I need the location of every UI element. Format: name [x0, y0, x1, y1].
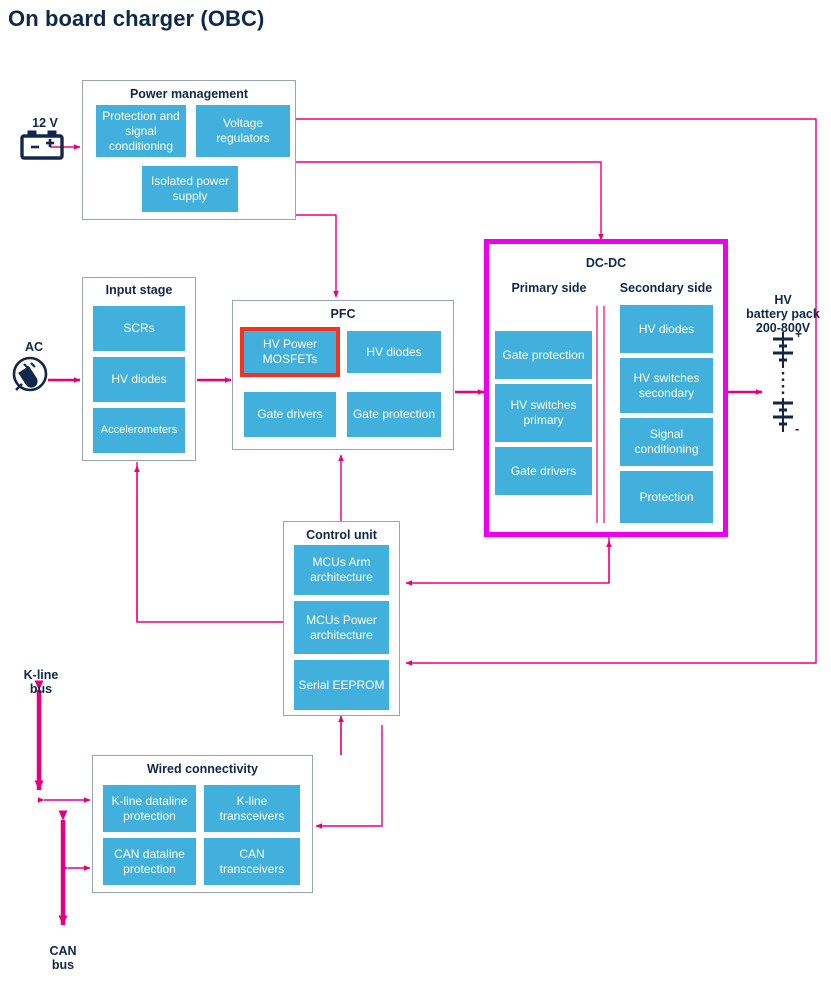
group-title-wired-connectivity: Wired connectivity — [146, 762, 259, 776]
label-12v: 12 V — [32, 116, 58, 130]
battery-minus-sign: - — [795, 421, 799, 436]
block-scrs[interactable]: SCRs — [93, 306, 185, 351]
ac-plug-icon — [12, 356, 48, 392]
block-isolated-power-supply[interactable]: Isolated power supply — [142, 166, 238, 212]
group-title-dcdc: DC-DC — [585, 256, 627, 270]
block-serial-eeprom[interactable]: Serial EEPROM — [294, 660, 389, 710]
group-title-dcdc-primary-side: Primary side — [511, 281, 587, 295]
group-title-input-stage: Input stage — [105, 283, 173, 297]
label-hv-battery-pack: HV battery pack 200-800V — [736, 293, 830, 335]
block-dcdc-hv-switches-secondary[interactable]: HV switches secondary — [620, 358, 713, 413]
label-can-bus: CAN bus — [28, 944, 98, 972]
label-hv-battery-line3: 200-800V — [755, 321, 811, 335]
label-kline-bus-line2: bus — [29, 682, 53, 696]
label-kline-bus: K-line bus — [6, 668, 76, 696]
battery-stack-icon — [773, 332, 793, 432]
block-dcdc-hv-diodes[interactable]: HV diodes — [620, 305, 713, 353]
block-pfc-hv-diodes[interactable]: HV diodes — [347, 331, 441, 373]
group-title-power-management: Power management — [129, 87, 249, 101]
block-mcus-power-architecture[interactable]: MCUs Power architecture — [294, 601, 389, 654]
group-title-control-unit: Control unit — [306, 528, 377, 542]
car-battery-icon — [20, 130, 64, 160]
label-hv-battery-line2: battery pack — [746, 307, 820, 321]
label-can-bus-line2: bus — [51, 958, 75, 972]
block-pfc-gate-protection[interactable]: Gate protection — [347, 392, 441, 437]
label-can-bus-line1: CAN — [49, 944, 77, 958]
block-can-dataline-protection[interactable]: CAN dataline protection — [103, 838, 196, 885]
block-dcdc-hv-switches-primary[interactable]: HV switches primary — [495, 384, 592, 442]
group-title-dcdc-secondary-side: Secondary side — [619, 281, 713, 295]
block-protection-and-signal-conditioning[interactable]: Protection and signal conditioning — [96, 105, 186, 157]
block-pfc-gate-drivers[interactable]: Gate drivers — [244, 392, 336, 437]
label-ac: AC — [24, 340, 44, 354]
block-hv-power-mosfets[interactable]: HV Power MOSFETs — [240, 327, 340, 377]
block-accelerometers[interactable]: Accelerometers — [93, 408, 185, 453]
label-hv-battery-line1: HV — [774, 293, 792, 307]
block-mcus-arm-architecture[interactable]: MCUs Arm architecture — [294, 545, 389, 595]
block-dcdc-protection[interactable]: Protection — [620, 471, 713, 523]
group-title-pfc: PFC — [330, 307, 356, 321]
page-title: On board charger (OBC) — [8, 6, 265, 31]
label-kline-bus-line1: K-line — [23, 668, 59, 682]
block-can-transceivers[interactable]: CAN transceivers — [204, 838, 300, 885]
block-dcdc-gate-protection[interactable]: Gate protection — [495, 331, 592, 379]
block-voltage-regulators[interactable]: Voltage regulators — [196, 105, 290, 157]
block-input-hv-diodes[interactable]: HV diodes — [93, 357, 185, 402]
block-dcdc-signal-conditioning[interactable]: Signal conditioning — [620, 418, 713, 466]
block-kline-transceivers[interactable]: K-line transceivers — [204, 785, 300, 832]
block-dcdc-gate-drivers[interactable]: Gate drivers — [495, 447, 592, 495]
block-kline-dataline-protection[interactable]: K-line dataline protection — [103, 785, 196, 832]
